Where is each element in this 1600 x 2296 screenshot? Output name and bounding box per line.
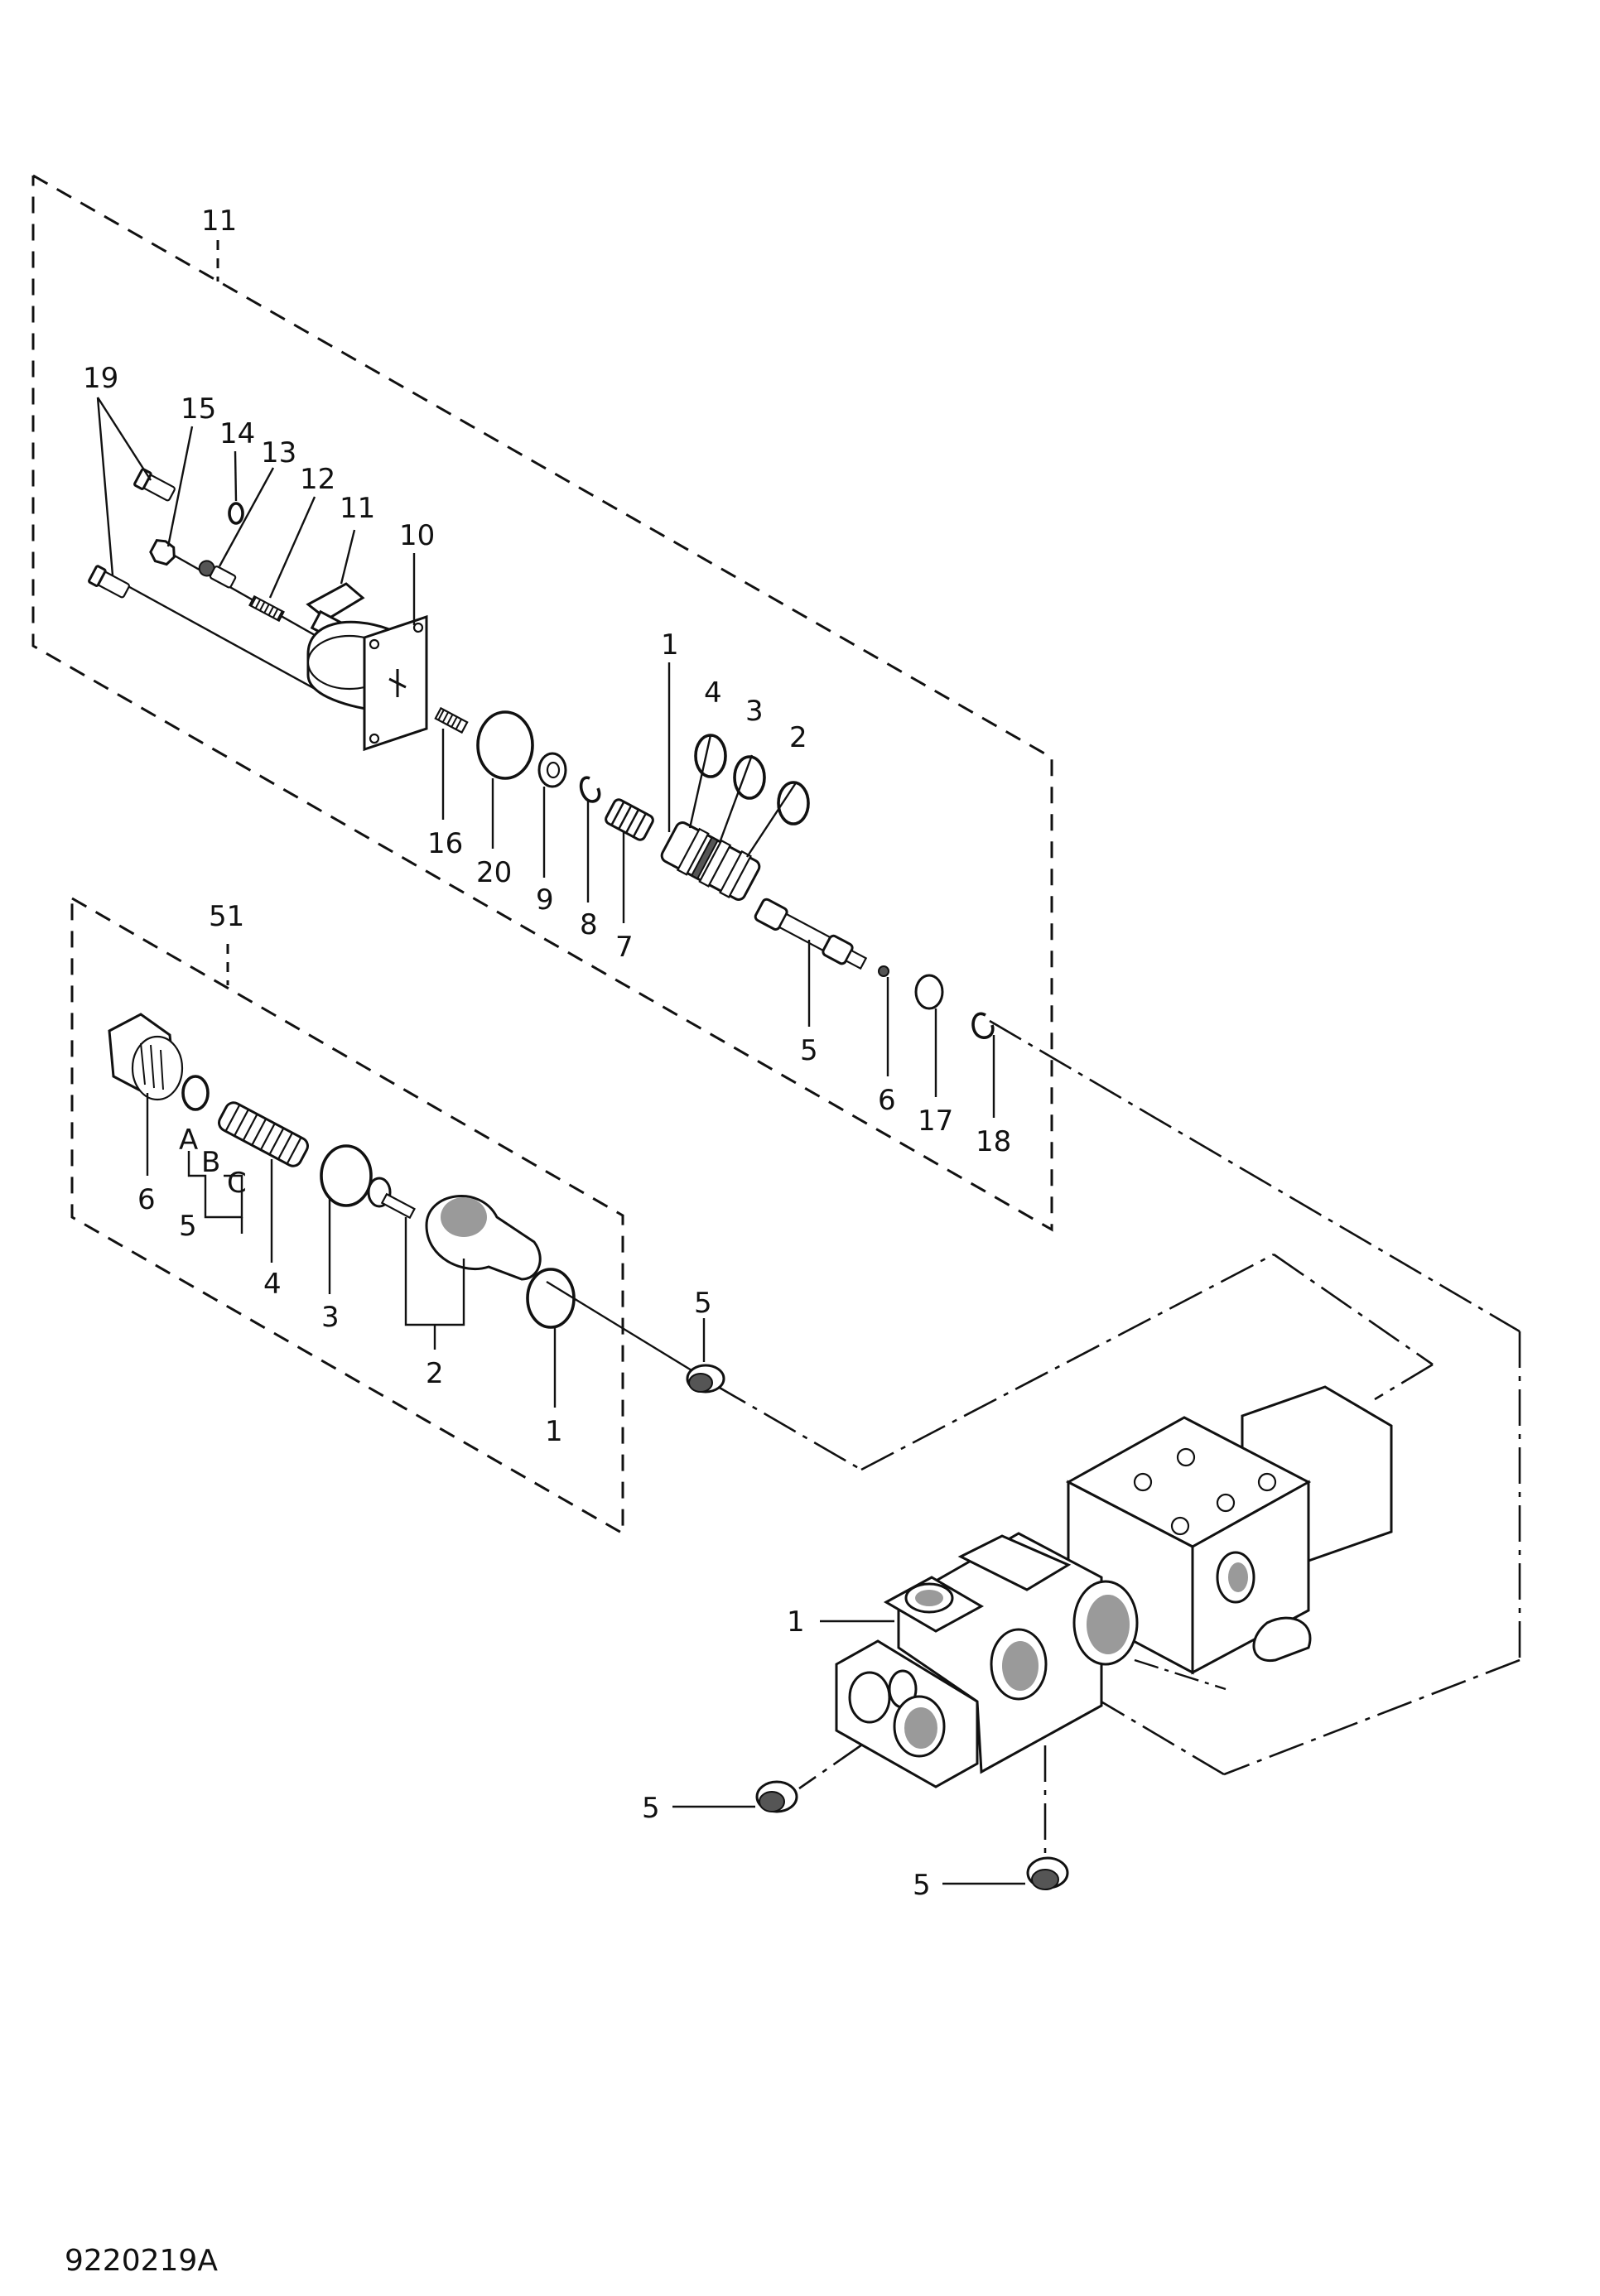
plug-5-upper [686,1364,725,1393]
callout-20: 20 [476,856,512,889]
callout-8: 8 [580,908,598,941]
o-ring-20 [476,710,534,780]
spring-relief-4 [218,1101,309,1167]
valve-body [835,1385,1393,1788]
assembly-11-boundary [31,174,1053,1232]
drawing-code: 9220219A [65,2244,218,2278]
o-ring-4 [694,734,727,778]
callout-2: 2 [789,721,807,754]
assembly-51-boundary [70,897,624,1536]
callout-15: 15 [181,392,216,426]
washer-9 [537,752,567,788]
callout-relief-2: 2 [426,1357,444,1390]
o-ring-2 [777,781,810,826]
assembly-label-51: 51 [209,900,244,933]
bolt-19-lower [88,565,130,599]
callout-body-plug5-bottom: 5 [913,1869,931,1902]
callout-4: 4 [704,676,722,710]
callout-relief-4: 4 [263,1268,282,1301]
solenoid-assembly-parts [88,468,995,1039]
o-ring-relief-1 [526,1268,576,1329]
callout-relief-6: 6 [137,1183,156,1216]
callouts-solenoid: 19 15 14 13 12 11 10 16 20 9 8 7 1 4 3 2… [83,362,1011,1158]
assembly-center-lines [115,549,1521,1859]
leader-lines [96,397,1025,1885]
snap-ring-8 [579,776,601,803]
callout-6: 6 [878,1084,896,1117]
callout-5: 5 [800,1034,818,1067]
snap-ring-18 [971,1012,995,1039]
callouts-relief: 6 A B C 5 4 3 2 1 [137,1124,563,1448]
callout-body-plug5-top: 5 [694,1287,712,1320]
spring-16 [434,706,469,734]
callout-1: 1 [661,628,679,662]
callout-relief-B: B [201,1146,220,1179]
washer-relief [181,1075,210,1111]
callout-7: 7 [615,931,634,964]
relief-valve-parts [108,1013,576,1329]
callout-19: 19 [83,362,118,395]
poppet-2 [367,1177,542,1281]
callout-17: 17 [918,1105,953,1138]
bolt-19-upper [133,468,176,502]
cap-6 [108,1013,184,1101]
callouts-body: 5 1 5 5 [642,1287,931,1902]
callout-14: 14 [219,417,255,450]
spool-5 [754,898,868,970]
callouts-assembly: 11 51 [201,205,244,933]
callout-11: 11 [340,492,375,525]
sleeve-1 [660,821,761,901]
callout-16: 16 [427,827,463,860]
callout-13: 13 [261,436,296,469]
callout-body-1: 1 [787,1605,805,1639]
callout-12: 12 [300,463,335,496]
ball-6 [878,965,889,977]
spring-7 [605,798,654,841]
callout-relief-1: 1 [545,1415,563,1448]
nut-15 [149,538,176,566]
plug-17 [914,974,944,1010]
assembly-label-11: 11 [201,205,237,238]
plug-5-left [755,1780,798,1813]
callout-relief-3: 3 [321,1301,340,1334]
solenoid-10 [306,582,428,752]
callout-3: 3 [745,695,764,728]
o-ring-3 [733,755,766,800]
plug-5-bottom [1026,1856,1069,1890]
callout-10: 10 [399,519,435,552]
screw-13 [198,560,237,589]
o-ring-relief-3 [320,1144,373,1207]
callout-9: 9 [536,883,554,917]
callout-body-plug5-left: 5 [642,1792,660,1825]
callout-relief-C: C [227,1167,247,1200]
callout-18: 18 [976,1125,1011,1158]
callout-relief-5: 5 [179,1210,197,1243]
o-ring-14 [228,502,244,525]
spring-12 [248,594,285,623]
callout-relief-A: A [179,1124,198,1157]
